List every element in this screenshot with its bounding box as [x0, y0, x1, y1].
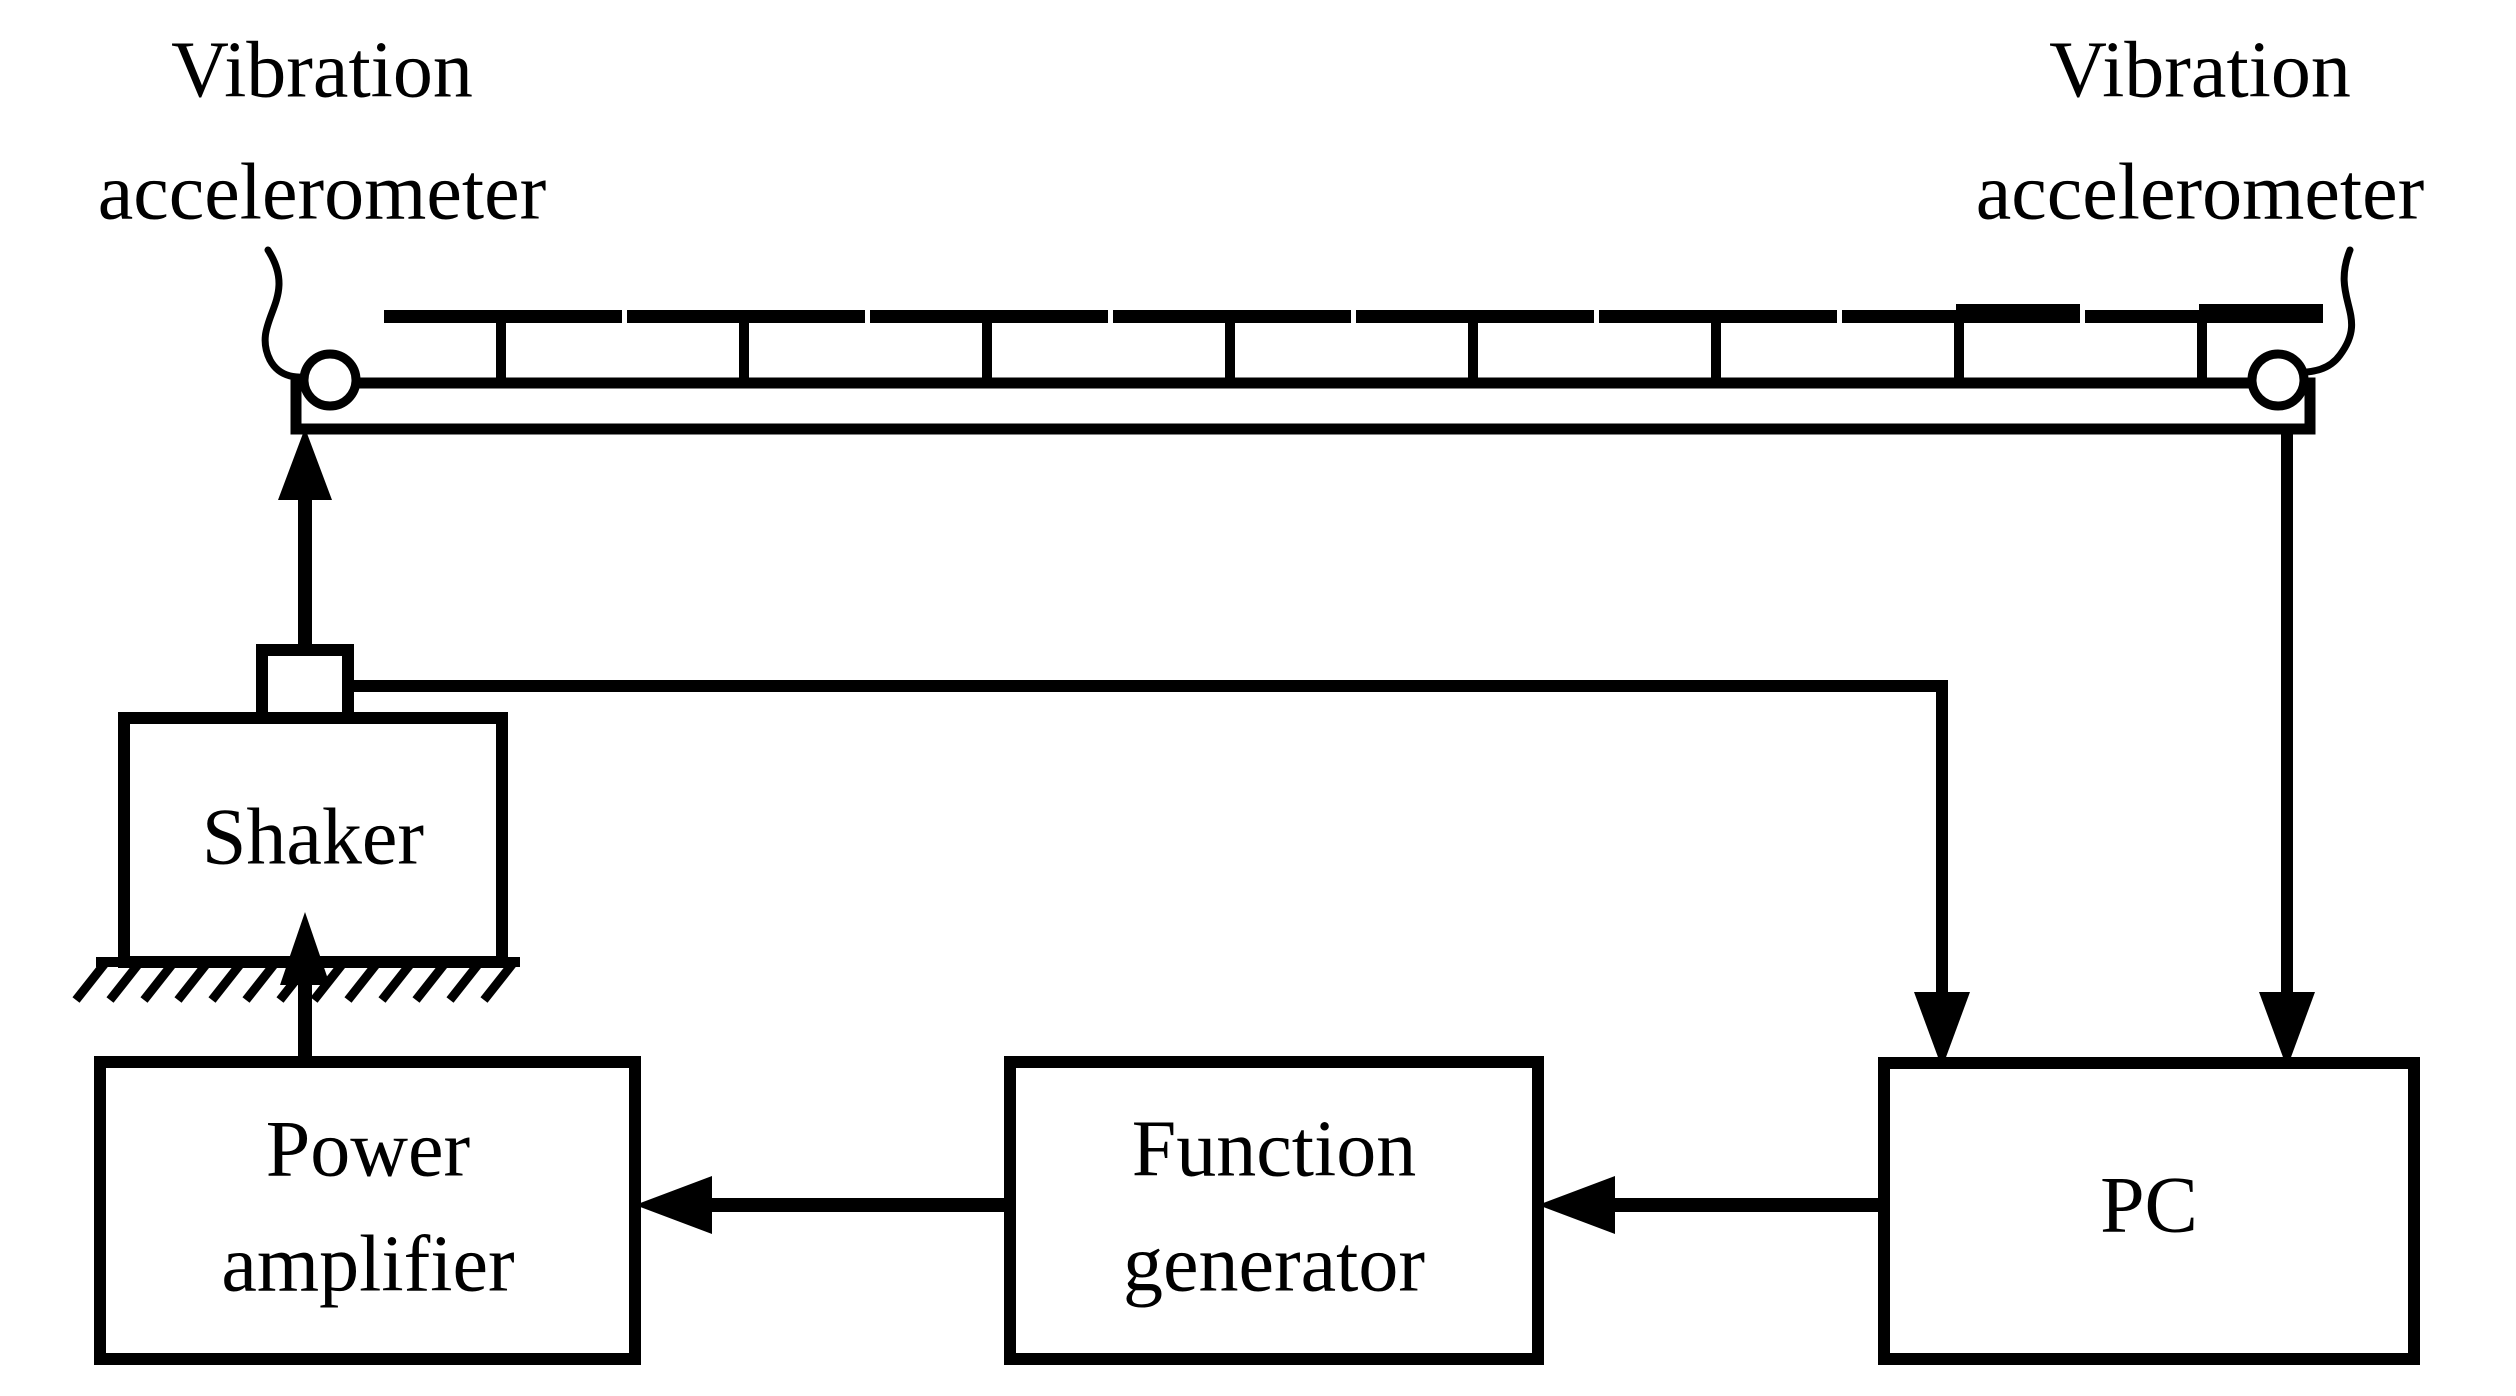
power-amplifier-label-line1: Power [266, 1105, 470, 1193]
right-accelerometer-label-line2: accelerometer [1976, 148, 2425, 236]
stiffened-beam [290, 377, 2316, 435]
t-stiffener [384, 310, 622, 392]
t-stiffener [1113, 310, 1351, 392]
power-amplifier-label-line2: amplifier [221, 1220, 514, 1308]
t-stiffener [870, 310, 1108, 392]
left-accelerometer-label: Vibration accelerometer [98, 26, 547, 236]
function-generator-label-line1: Function [1132, 1105, 1416, 1193]
t-stiffener [627, 310, 865, 392]
amplifier-to-shaker-arrow [280, 912, 330, 1062]
shaker-to-beam-arrow [278, 428, 332, 660]
pc-to-function-generator-arrow [1538, 1176, 1884, 1234]
pc-label: PC [2100, 1161, 2198, 1249]
left-accelerometer-label-line1: Vibration [171, 26, 473, 114]
right-accelerometer-label-line1: Vibration [2049, 26, 2351, 114]
right-accelerometer-to-pc-wire [2259, 429, 2315, 1068]
t-stiffener [2085, 304, 2323, 392]
function-generator-box [1004, 1056, 1544, 1365]
function-generator-label-line2: generator [1123, 1220, 1425, 1308]
right-accelerometer-label: Vibration accelerometer [1976, 26, 2425, 236]
left-accelerometer-icon [299, 349, 361, 411]
shaker-label: Shaker [202, 793, 424, 881]
t-stiffener [1356, 310, 1594, 392]
pc-box [1878, 1057, 2420, 1365]
t-stiffener [1842, 304, 2080, 392]
force-sensor-to-pc-wire [348, 680, 1970, 1068]
function-generator-to-amplifier-arrow [635, 1176, 1010, 1234]
left-accelerometer-label-line2: accelerometer [98, 148, 547, 236]
right-accelerometer-icon [2247, 349, 2309, 411]
beam-stiffener-group [384, 304, 2323, 392]
power-amplifier-box [94, 1056, 641, 1365]
t-stiffener [1599, 310, 1837, 392]
shaker-box [118, 712, 508, 968]
